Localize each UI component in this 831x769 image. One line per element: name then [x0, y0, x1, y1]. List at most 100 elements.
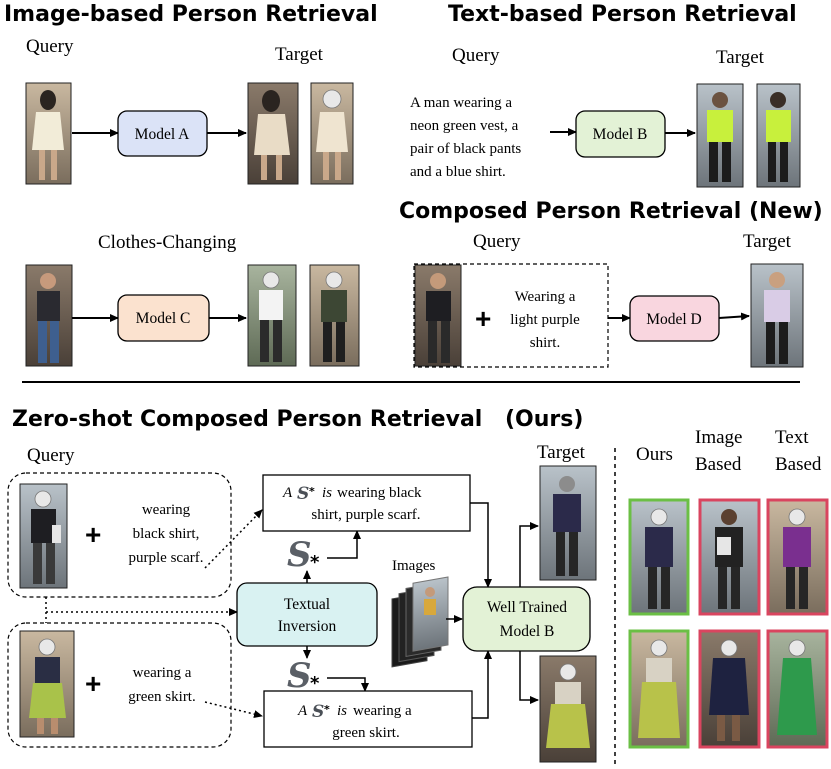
dotted-arrow: [204, 509, 263, 569]
zs-out1-token: S: [297, 484, 309, 504]
result-image-based-1: [698, 498, 761, 616]
target-photo-2a: [696, 83, 744, 188]
text-query-line: neon green vest, a: [410, 118, 519, 134]
zs-query-box-1: + wearing black shirt, purple scarf.: [7, 472, 232, 598]
query-photo-3: [25, 264, 73, 367]
well-trained-l2: Model B: [500, 623, 555, 640]
composed-text-box-2: A S * is wearing a green skirt.: [263, 690, 473, 748]
textual-inversion-l1: Textual: [284, 596, 330, 613]
label-query-1: Query: [26, 36, 74, 57]
target-photo-1b: [310, 82, 354, 185]
result-ours-1: [628, 498, 690, 616]
zs-out2-rest-l1: wearing a: [353, 703, 412, 719]
label-target-2: Target: [716, 47, 765, 68]
result-text-based-1: [766, 498, 829, 616]
composed-text-box-1: A S * is wearing black shirt, purple sca…: [262, 474, 471, 532]
image-gallery-stack: [391, 576, 449, 668]
heading-text-based: Text-based Person Retrieval: [448, 2, 797, 27]
dotted-arrow: [204, 701, 263, 718]
arrow: [519, 651, 539, 704]
heading-ours-tag: (Ours): [505, 407, 583, 432]
plus-icon: +: [85, 668, 101, 699]
token-glyph: S: [287, 535, 312, 575]
zs-out2-token: S: [312, 702, 324, 722]
model-a-box: Model A: [117, 110, 208, 157]
arrow: [470, 502, 492, 588]
zs-query1-line: wearing: [142, 502, 191, 518]
label-text-based-l2: Based: [775, 454, 822, 475]
composed-query-line: Wearing a: [515, 289, 576, 305]
pseudo-token-lower: S *: [287, 656, 320, 696]
model-c-label: Model C: [136, 310, 191, 327]
label-ours: Ours: [636, 444, 673, 465]
label-image-based-l1: Image: [695, 427, 742, 448]
text-query-line: pair of black pants: [410, 141, 521, 157]
label-text-based-l1: Text: [775, 427, 809, 448]
token-star: *: [310, 552, 320, 573]
arrow: [327, 677, 369, 692]
zs-out1-a: A: [282, 485, 293, 501]
target-photo-2b: [756, 83, 801, 188]
target-photo-4: [750, 263, 804, 368]
model-b-label: Model B: [593, 126, 648, 143]
arrow: [718, 312, 750, 321]
target-photo-1a: [247, 82, 299, 185]
well-trained-model-box: Well Trained Model B: [462, 586, 591, 652]
well-trained-l1: Well Trained: [487, 599, 567, 616]
label-target-5: Target: [537, 442, 586, 463]
heading-image-based: Image-based Person Retrieval: [4, 2, 378, 27]
zs-out1-rest-l1: wearing black: [337, 485, 422, 501]
pseudo-token-upper: S *: [287, 535, 320, 575]
textual-inversion-l2: Inversion: [278, 618, 337, 635]
model-d-box: Model D: [629, 295, 720, 342]
label-target-1: Target: [275, 44, 324, 65]
token-star: *: [310, 673, 320, 694]
zs-query1-line: purple scarf.: [129, 550, 204, 566]
token-glyph: S: [287, 656, 312, 696]
model-b-box: Model B: [575, 110, 666, 158]
composed-query-line: light purple: [510, 312, 580, 328]
label-target-4: Target: [743, 231, 792, 252]
label-image-based-l2: Based: [695, 454, 742, 475]
label-query-4: Query: [473, 231, 521, 252]
plus-icon: +: [475, 303, 491, 334]
zs-query2-line: wearing a: [133, 665, 192, 681]
target-photo-3b: [309, 264, 360, 367]
model-a-label: Model A: [135, 126, 190, 143]
arrow: [519, 522, 539, 587]
plus-icon: +: [85, 519, 101, 550]
text-query-line: and a blue shirt.: [410, 164, 506, 180]
zs-target-photo-1: [539, 465, 597, 581]
dotted-arrow: [45, 597, 238, 616]
result-text-based-2: [766, 629, 829, 749]
composed-query-line: shirt.: [530, 335, 560, 351]
zs-query-box-2: + wearing a green skirt.: [7, 622, 232, 748]
zs-target-photo-2: [539, 655, 597, 763]
label-images: Images: [392, 558, 435, 574]
zs-out2-rest-l2: green skirt.: [332, 725, 399, 741]
arrow: [472, 650, 492, 719]
text-query-line: A man wearing a: [410, 95, 512, 111]
zs-out1-rest-l2: shirt, purple scarf.: [311, 507, 420, 523]
model-c-box: Model C: [117, 294, 210, 342]
text-query: A man wearing a neon green vest, a pair …: [410, 95, 521, 180]
arrow: [327, 530, 361, 559]
model-d-label: Model D: [646, 311, 702, 328]
zs-out1-is: is: [322, 485, 332, 501]
heading-composed: Composed Person Retrieval (New): [399, 199, 823, 224]
zs-out2-is: is: [337, 703, 347, 719]
query-photo-1: [25, 82, 72, 185]
target-photo-3a: [247, 264, 297, 367]
zs-query1-line: black shirt,: [133, 526, 200, 542]
result-image-based-2: [698, 629, 761, 749]
zs-out2-star: *: [324, 703, 330, 716]
heading-zero-shot: Zero-shot Composed Person Retrieval: [12, 407, 482, 432]
zs-out2-a: A: [297, 703, 308, 719]
label-query-5: Query: [27, 445, 75, 466]
result-ours-2: [628, 629, 690, 749]
textual-inversion-box: Textual Inversion: [236, 582, 378, 647]
label-query-2: Query: [452, 45, 500, 66]
label-clothes-changing: Clothes-Changing: [98, 232, 237, 253]
zs-out1-star: *: [309, 485, 315, 498]
